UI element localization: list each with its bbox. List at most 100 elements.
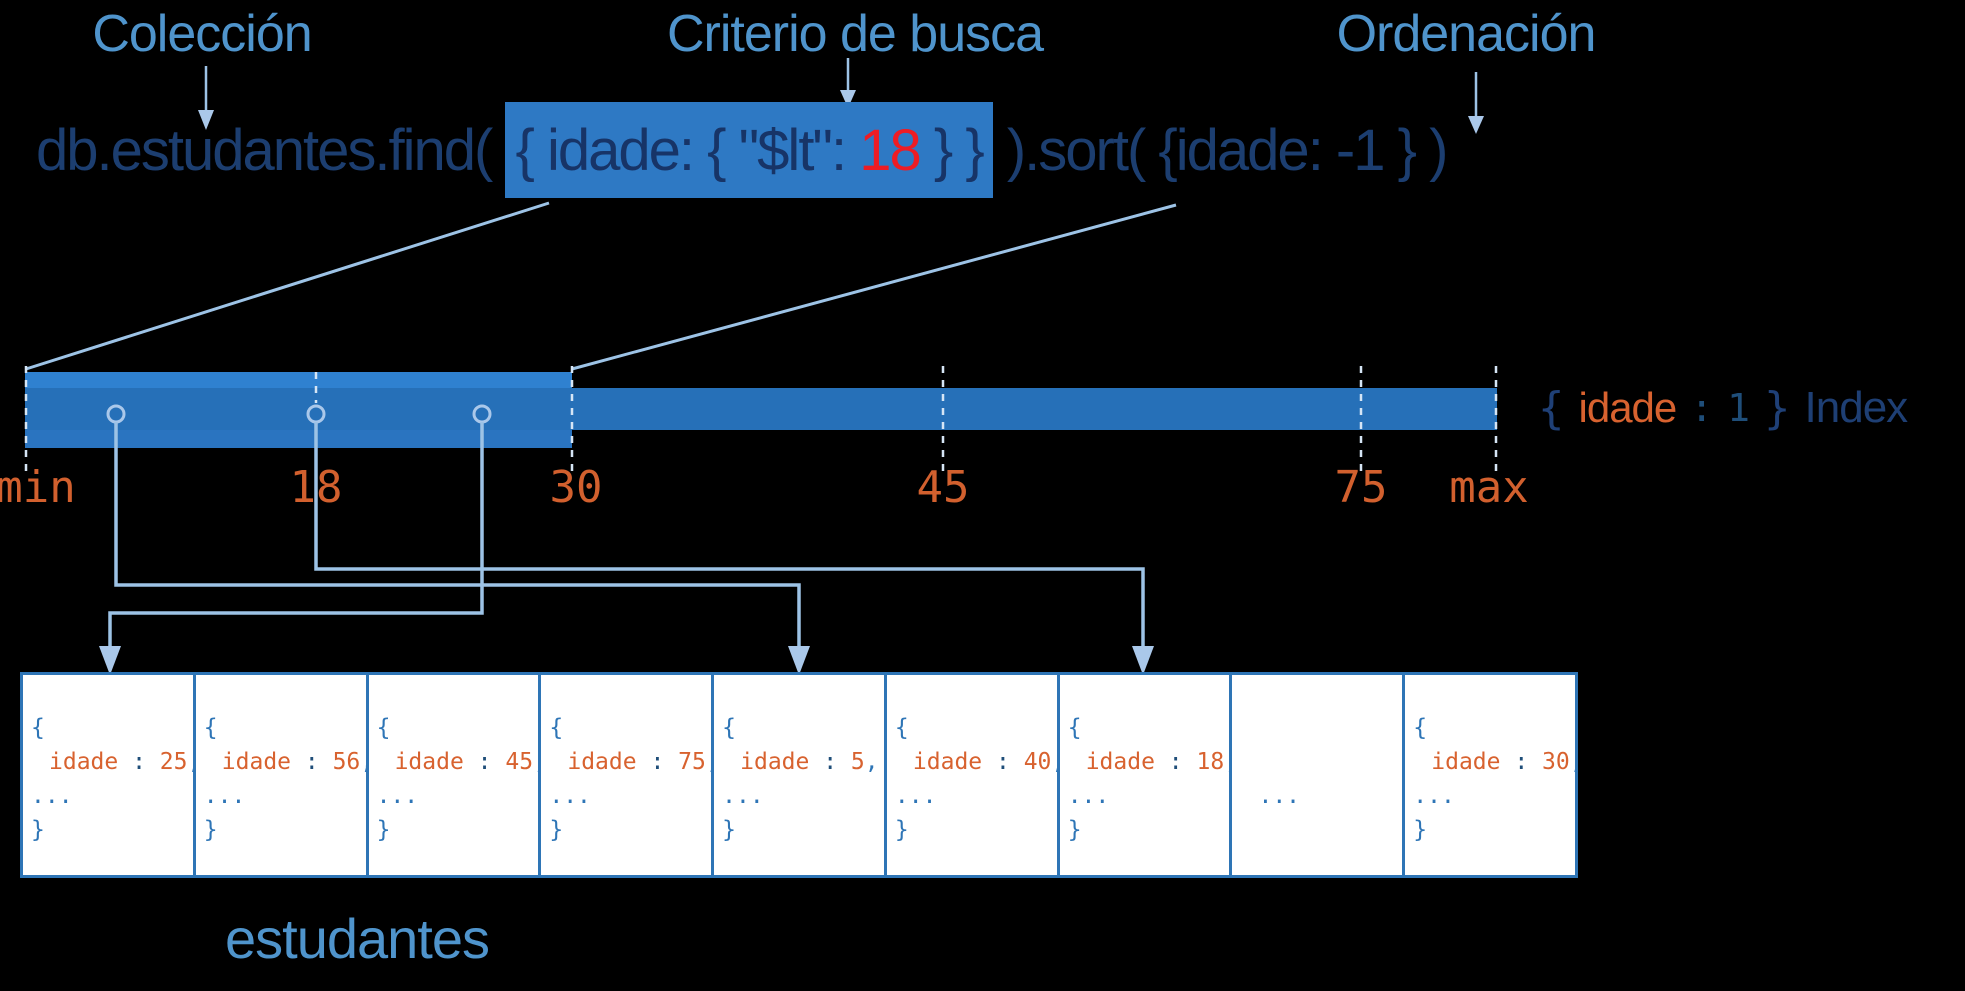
doc-dots: ... — [722, 783, 764, 809]
tick-max: max — [1449, 462, 1529, 513]
doc-field: idade — [49, 749, 119, 775]
doc-sep: : — [982, 749, 1024, 775]
tick-75: 75 — [1334, 462, 1388, 513]
index-key-close: } — [1764, 382, 1791, 434]
doc-value: 45 — [505, 749, 534, 775]
doc-field: idade — [394, 749, 464, 775]
doc-comma: , — [533, 749, 538, 775]
doc-value: 25 — [159, 749, 188, 775]
doc-close: } — [1413, 817, 1428, 843]
doc-dots: ... — [1413, 783, 1455, 809]
index-key-label: { idade : 1 } Index — [1538, 378, 1909, 438]
entry-to-document-connectors — [108, 422, 1145, 648]
doc-comma: , — [188, 749, 193, 775]
doc-close: } — [376, 817, 391, 843]
index-key-field: idade — [1578, 384, 1678, 431]
doc-field-line: idade : 25, — [31, 745, 193, 779]
tick-30: 30 — [549, 462, 603, 513]
doc-dots: ... — [894, 783, 937, 809]
doc-value: 18 — [1196, 749, 1225, 775]
doc-field: idade — [221, 749, 292, 775]
doc-value: 30 — [1542, 749, 1570, 775]
doc-close: } — [31, 817, 45, 843]
document-box-8: ... — [1232, 675, 1406, 875]
index-key-open: { — [1538, 382, 1565, 434]
query-prefix: db.estudantes.find( — [36, 117, 506, 183]
annotation-criteria-label: Criterio de busca — [666, 5, 1044, 63]
tick-45: 45 — [916, 462, 970, 513]
query-highlight-close: } } — [919, 117, 985, 183]
index-key-value: 1 — [1727, 386, 1751, 430]
doc-comma: , — [1570, 749, 1575, 775]
document-box-9: { idade : 30, ... } — [1405, 675, 1575, 875]
doc-value: 75 — [678, 749, 706, 775]
doc-field-line: idade : 56, — [204, 745, 366, 779]
doc-close — [1240, 813, 1402, 847]
doc-comma: , — [360, 749, 365, 775]
doc-field-line: idade : 30, — [1413, 745, 1575, 779]
doc-field-line: idade : 40, — [895, 745, 1057, 779]
tick-18: 18 — [289, 462, 343, 513]
doc-field-line: idade : 75, — [549, 745, 711, 779]
doc-sep: : — [809, 749, 851, 775]
doc-sep: : — [1154, 749, 1197, 775]
document-box-5: { idade : 5, ... } — [714, 675, 887, 875]
document-box-7: { idade : 18, ... } — [1060, 675, 1233, 875]
doc-open: { — [31, 715, 45, 741]
doc-field-line: idade : 5, — [722, 745, 884, 779]
doc-close: } — [722, 817, 736, 843]
document-box-1: { idade : 25, ... } — [23, 675, 196, 875]
doc-field-line: idade : 18, — [1068, 745, 1230, 779]
range-callout-left-line — [25, 201, 550, 371]
connector-arrowheads — [99, 646, 1154, 675]
doc-sep: : — [118, 749, 160, 775]
doc-dots: ... — [1258, 783, 1301, 809]
document-box-6: { idade : 40, ... } — [887, 675, 1060, 875]
doc-open: { — [1413, 715, 1428, 741]
doc-close: } — [549, 817, 564, 843]
doc-field-line — [1240, 745, 1402, 779]
collection-name-label: estudantes — [225, 907, 490, 970]
index-key-word: Index — [1804, 383, 1909, 432]
doc-open: { — [894, 715, 909, 741]
doc-comma: , — [864, 749, 879, 775]
query-suffix: ).sort( {idade: -1 } ) — [992, 117, 1449, 183]
doc-field-line: idade : 45, — [377, 745, 539, 779]
doc-open: { — [376, 715, 391, 741]
document-box-4: { idade : 75, ... } — [541, 675, 715, 875]
doc-dots: ... — [31, 783, 73, 809]
doc-open: { — [1067, 715, 1082, 741]
annotation-collection-label: Colección — [92, 5, 312, 63]
doc-comma: , — [706, 749, 711, 775]
doc-open: { — [549, 715, 564, 741]
doc-field: idade — [740, 749, 810, 775]
doc-close: } — [894, 817, 909, 843]
doc-close: } — [1067, 817, 1082, 843]
document-box-3: { idade : 45, ... } — [369, 675, 542, 875]
doc-comma: , — [1051, 749, 1056, 775]
range-callout-right-line — [571, 203, 1177, 371]
index-key-colon: : — [1690, 386, 1714, 430]
doc-sep: : — [291, 749, 333, 775]
annotation-arrows — [198, 58, 1484, 134]
doc-dots: ... — [203, 783, 246, 809]
doc-comma: , — [1224, 749, 1229, 775]
doc-value: 5 — [850, 749, 865, 775]
tick-dashed-lines — [24, 366, 1498, 476]
doc-open — [1240, 711, 1402, 745]
doc-field: idade — [1085, 749, 1155, 775]
document-box-2: { idade : 56, ... } — [196, 675, 369, 875]
doc-open: { — [722, 715, 736, 741]
query-highlight: { idade: { "$lt": 18 } } — [505, 102, 993, 198]
doc-open: { — [203, 715, 218, 741]
doc-value: 40 — [1023, 749, 1052, 775]
query-code: db.estudantes.find( { idade: { "$lt": 18… — [36, 96, 1449, 204]
doc-sep: : — [636, 749, 679, 775]
doc-field: idade — [1431, 749, 1501, 775]
index-bar — [25, 388, 1497, 430]
doc-value: 56 — [332, 749, 361, 775]
annotation-ordering-label: Ordenación — [1336, 5, 1597, 63]
doc-field: idade — [567, 749, 637, 775]
query-highlight-open: { idade: { "$lt": — [515, 117, 860, 183]
